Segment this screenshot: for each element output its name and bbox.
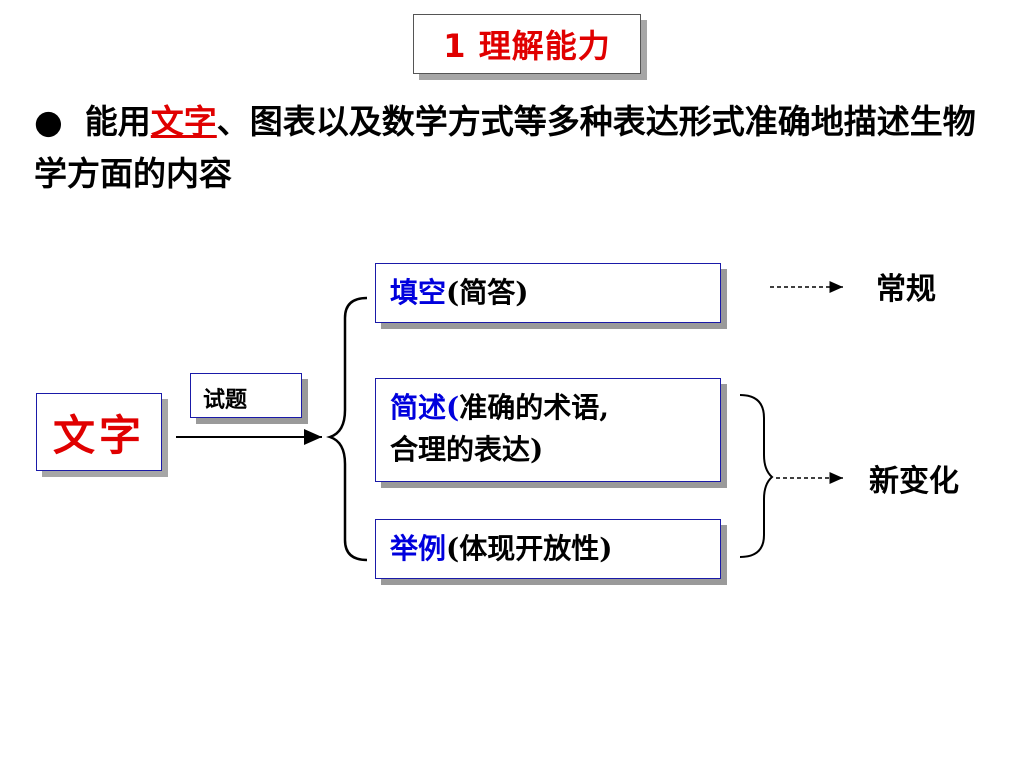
branch-title: 填空 — [390, 276, 447, 309]
outcome-label-xinbianhua: 新变化 — [869, 464, 959, 499]
branch-detail-line2: 合理的表达) — [390, 433, 544, 466]
tag-box-shiti: 试题 — [190, 373, 302, 418]
branch-title: 举例 — [390, 532, 447, 565]
source-box-wenzi: 文字 — [36, 393, 162, 471]
outcome-label-changgui: 常规 — [876, 272, 936, 307]
bullet-prefix: 能用 — [84, 102, 151, 141]
bullet-dot-icon: ● — [34, 102, 63, 141]
branch-detail: (简答) — [446, 276, 529, 309]
branch-detail: (体现开放性) — [446, 532, 613, 565]
left-brace — [326, 296, 368, 562]
page-title: 1 理解能力 — [413, 14, 641, 74]
bullet-statement: ● 能用文字、图表以及数学方式等多种表达形式准确地描述生物学方面的内容 — [34, 96, 994, 200]
right-brace — [739, 394, 774, 558]
branch-box-jianshu: 简述(准确的术语, 合理的表达) — [375, 378, 721, 482]
branch-box-tiankong: 填空(简答) — [375, 263, 721, 323]
bullet-highlight: 文字 — [150, 102, 217, 141]
bullet-suffix: 、图表以及数学方式等多种表达形式准确地描述生物学方面的内容 — [34, 102, 976, 193]
branch-detail: 准确的术语, — [459, 391, 609, 424]
branch-box-juli: 举例(体现开放性) — [375, 519, 721, 579]
branch-title: 简述( — [390, 391, 460, 424]
